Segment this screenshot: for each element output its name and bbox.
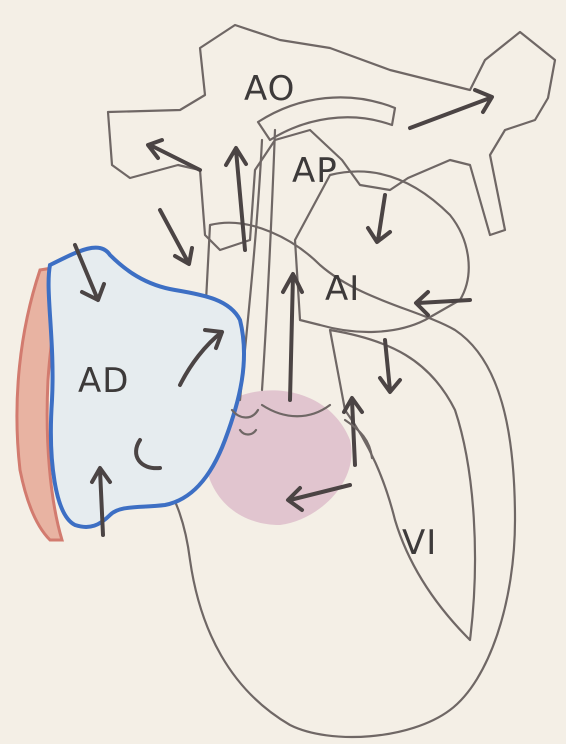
label-left-ventricle: VI <box>402 523 437 563</box>
label-left-atrium: AI <box>325 269 360 309</box>
label-pulmonary-artery: AP <box>292 151 338 191</box>
label-aorta: AO <box>244 69 295 109</box>
label-right-atrium: AD <box>78 361 129 401</box>
